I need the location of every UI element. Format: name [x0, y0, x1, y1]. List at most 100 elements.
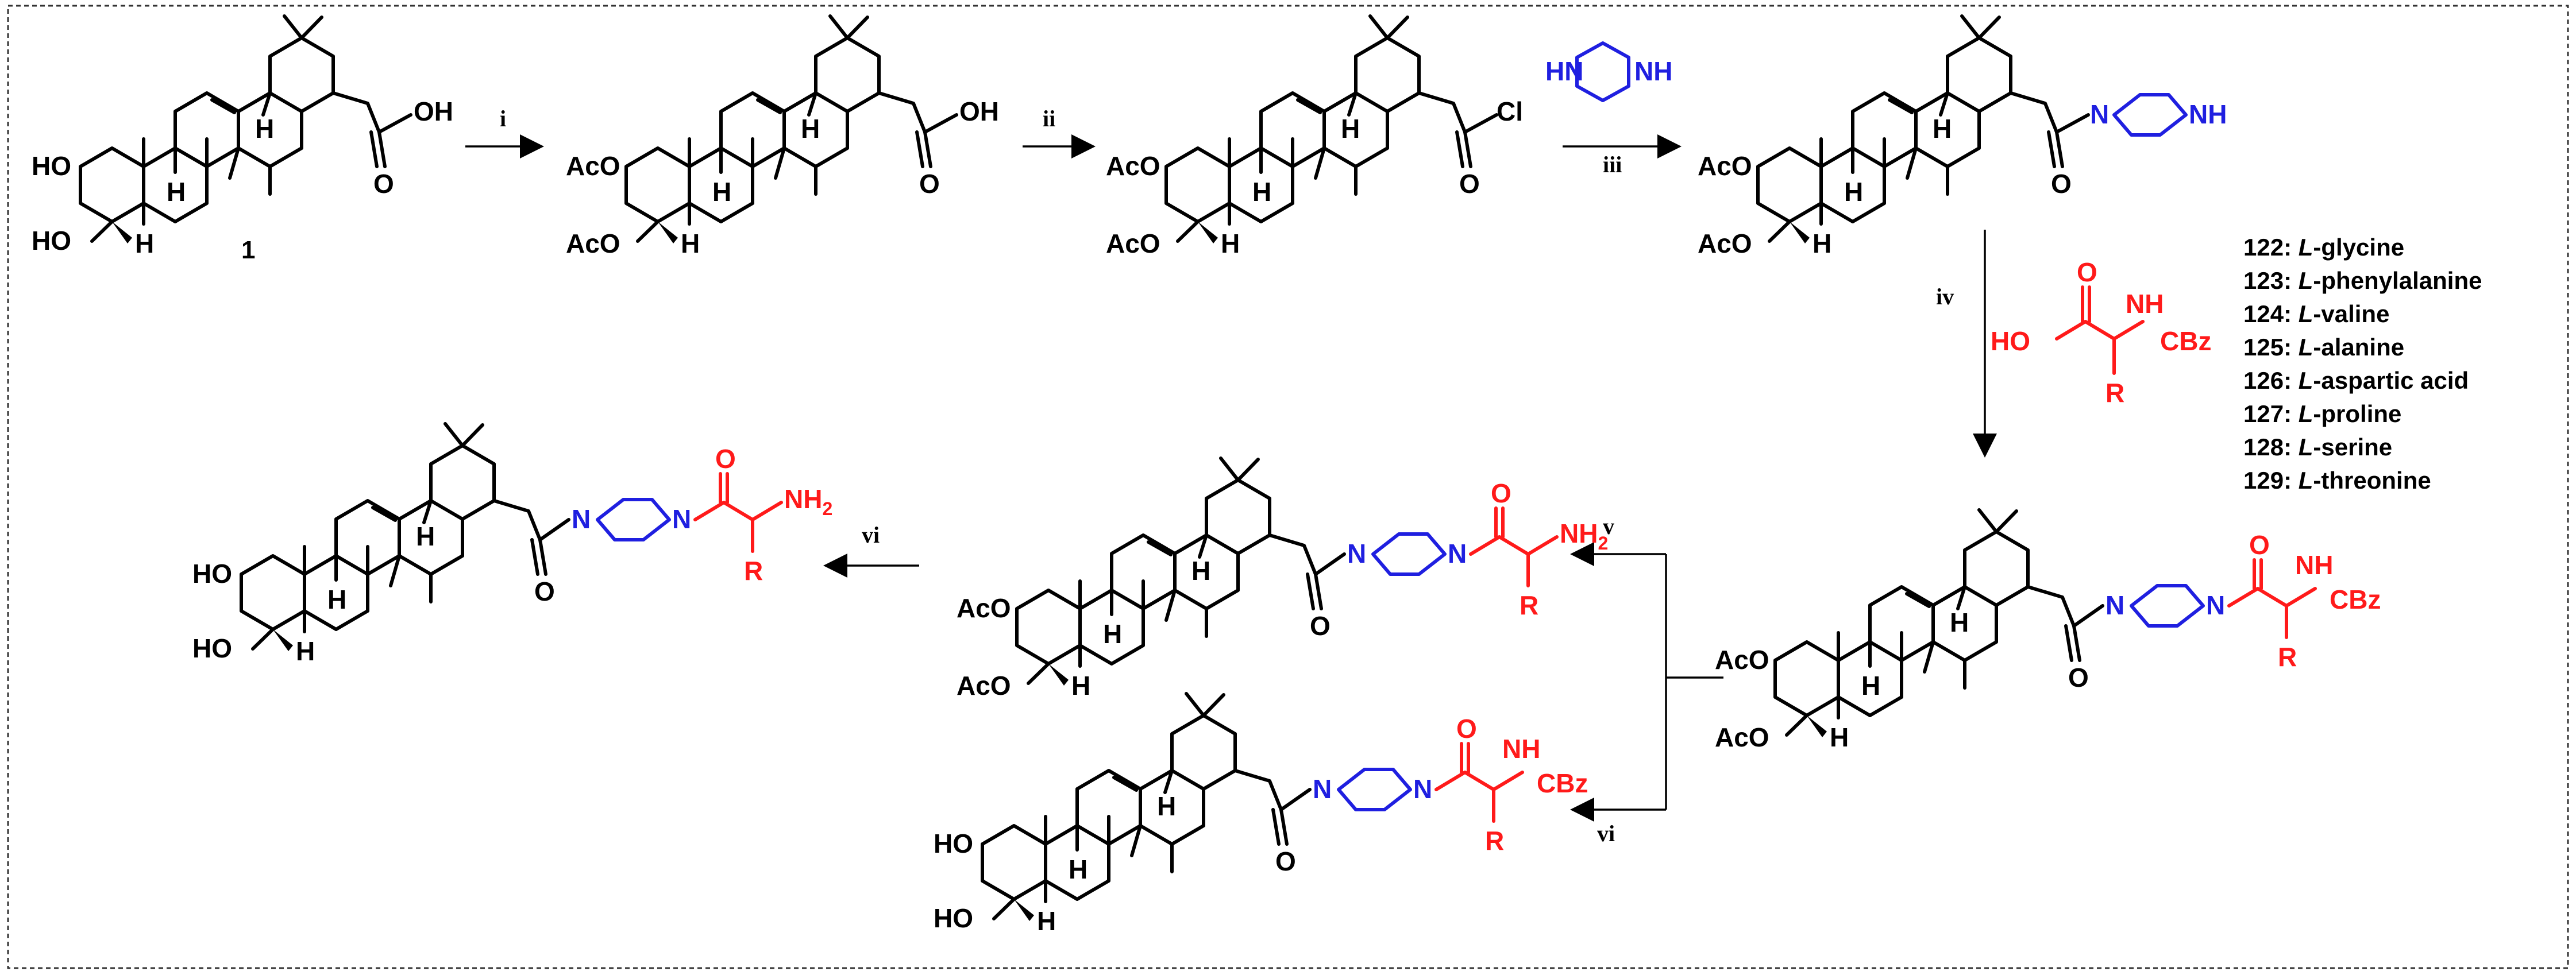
reagent-piperazine: HN NH — [1545, 41, 1672, 102]
atom-h-9: H — [712, 177, 731, 207]
acid-o: O — [2077, 257, 2097, 287]
atom-nh2-red: NH2 — [1560, 519, 1608, 554]
atom-nh2-red: NH2 — [784, 484, 832, 519]
atom-ho-2: HO — [192, 559, 232, 589]
atom-n-1: N — [1347, 539, 1366, 568]
atom-o: O — [1310, 611, 1331, 641]
atom-n-4: N — [1413, 774, 1432, 804]
atom-h-18: H — [1933, 114, 1952, 144]
atom-h-5: H — [1813, 229, 1831, 258]
atom-o-red: O — [715, 444, 736, 474]
atom-ho-3: HO — [934, 903, 973, 933]
amino-acid-legend: 122: L-glycine 123: L-phenylalanine 124:… — [2243, 234, 2482, 494]
atom-h-5: H — [296, 636, 315, 666]
arrow-step-i: i — [465, 106, 544, 158]
acid-cbz: CBz — [2160, 326, 2211, 356]
atom-oh: OH — [414, 96, 453, 126]
reagent-vi-upper: vi — [862, 522, 880, 548]
compound-diol-cbz-conjugate: O N N O NH CBz R HO HO H H H — [934, 694, 1588, 936]
piperazine-nh: NH — [1634, 56, 1672, 86]
legend-item-125: 125: L-alanine — [2243, 334, 2404, 361]
legend-item-129: 129: L-threonine — [2243, 467, 2431, 494]
atom-h-5: H — [135, 229, 154, 258]
compound-1: OH O HO HO H H H 1 — [32, 16, 453, 264]
arrow-step-ii: ii — [1023, 106, 1096, 158]
compound-diacetyl-amine: O N N O NH2 R AcO AcO H H H — [957, 458, 1608, 701]
atom-h-18: H — [416, 521, 435, 551]
atom-n-4: N — [2206, 590, 2225, 620]
atom-aco-2: AcO — [1715, 645, 1769, 675]
compound-final-amine: O N N O NH2 R HO HO H H H — [192, 424, 832, 666]
arrow-step-iii: iii — [1563, 134, 1682, 177]
atom-o: O — [534, 577, 555, 606]
atom-oh: OH — [959, 96, 999, 126]
atom-h-5: H — [681, 229, 700, 258]
legend-item-122: 122: L-glycine — [2243, 234, 2404, 261]
atom-n: N — [2090, 99, 2109, 129]
piperazine-hn: HN — [1545, 56, 1583, 86]
atom-n-4: N — [672, 504, 691, 534]
legend-item-126: 126: L-aspartic acid — [2243, 367, 2469, 394]
atom-aco-2: AcO — [1698, 151, 1752, 181]
compound-label: 1 — [241, 236, 255, 264]
compound-diacetyl-cbz-conjugate: O N N O NH CBz R AcO AcO H H H — [1715, 510, 2381, 752]
atom-o: O — [1459, 169, 1480, 199]
legend-item-127: 127: L-proline — [2243, 400, 2401, 427]
atom-h-9: H — [327, 585, 346, 614]
atom-h-5: H — [1830, 722, 1849, 752]
atom-ho-3: HO — [192, 633, 232, 663]
atom-r-red: R — [1485, 826, 1504, 856]
reagent-i: i — [500, 106, 506, 131]
atom-o: O — [919, 169, 940, 199]
atom-aco-2: AcO — [566, 151, 620, 181]
atom-h-5: H — [1221, 229, 1240, 258]
legend-item-128: 128: L-serine — [2243, 434, 2392, 461]
reagent-cbz-amino-acid: HO O NH CBz R — [1991, 257, 2211, 408]
reagent-ii: ii — [1043, 106, 1055, 131]
compound-diacetyl-acid: OH O AcO AcO H H H — [566, 16, 999, 258]
atom-h-9: H — [167, 177, 186, 207]
atom-n-4: N — [1448, 539, 1467, 568]
atom-n-1: N — [572, 504, 591, 534]
reagent-v: v — [1603, 513, 1614, 539]
atom-o-red: O — [1456, 714, 1477, 744]
atom-o-red: O — [2249, 530, 2270, 560]
atom-h-9: H — [1844, 177, 1863, 207]
atom-ho-2: HO — [32, 151, 71, 181]
atom-r-red: R — [744, 556, 763, 586]
atom-h-18: H — [1191, 556, 1210, 586]
frame-border — [7, 5, 2569, 969]
atom-h-9: H — [1069, 854, 1088, 884]
atom-h-18: H — [1950, 608, 1969, 637]
atom-aco-2: AcO — [1106, 151, 1160, 181]
atom-h-5: H — [1037, 906, 1056, 936]
atom-o-red: O — [1491, 478, 1511, 508]
atom-h-9: H — [1103, 619, 1122, 649]
arrow-branch: v vi — [1570, 513, 1723, 846]
atom-cbz-red: CBz — [1537, 768, 1588, 798]
legend-item-123: 123: L-phenylalanine — [2243, 267, 2482, 294]
reagent-vi-lower: vi — [1597, 821, 1615, 846]
atom-aco-3: AcO — [957, 671, 1011, 701]
atom-h-9: H — [1252, 177, 1271, 207]
arrow-step-iv: iv — [1936, 230, 1997, 458]
atom-aco-2: AcO — [957, 593, 1011, 623]
atom-h-18: H — [255, 114, 274, 144]
atom-o: O — [1275, 846, 1296, 876]
atom-h-18: H — [801, 114, 820, 144]
atom-nh-red: NH — [2295, 550, 2333, 580]
atom-aco-3: AcO — [1715, 722, 1769, 752]
atom-r-red: R — [1520, 590, 1538, 620]
atom-h-18: H — [1157, 791, 1176, 821]
arrow-step-vi-upper: vi — [823, 522, 919, 578]
atom-nh: NH — [2189, 99, 2227, 129]
atom-n-1: N — [2105, 590, 2124, 620]
atom-nh-red: NH — [1502, 734, 1540, 764]
atom-aco-3: AcO — [566, 229, 620, 258]
acid-nh: NH — [2126, 289, 2164, 319]
legend-item-124: 124: L-valine — [2243, 300, 2389, 327]
acid-r: R — [2105, 378, 2124, 408]
compound-piperazine-amide: O N NH AcO AcO H H H — [1698, 16, 2227, 258]
atom-h-18: H — [1341, 114, 1360, 144]
